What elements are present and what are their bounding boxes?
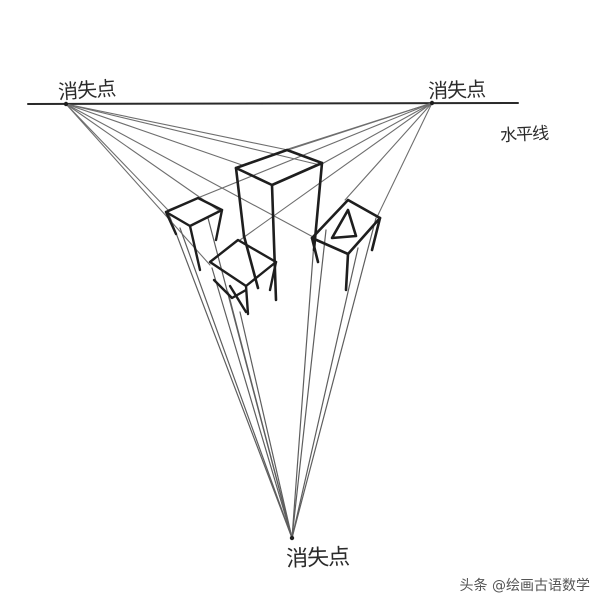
central-tall-block [234,148,324,302]
horizon-line [27,102,519,105]
label-vanishing-point-left: 消失点 [57,76,116,104]
label-vanishing-point-right: 消失点 [427,77,486,103]
label-horizon-line: 水平线 [499,123,549,147]
middle-small-block [208,238,278,316]
left-block [164,196,224,272]
left-vanishing-point [63,101,69,107]
guides-left-vanishing-point [65,103,321,266]
right-vanishing-point [429,100,435,106]
right-hollow-block [310,198,382,292]
bottom-vanishing-point [289,535,295,541]
watermark: 头条 @绘画古语数学 [459,578,590,594]
guides-bottom-vanishing-point [167,211,377,539]
label-vanishing-point-bottom: 消失点 [285,544,350,573]
